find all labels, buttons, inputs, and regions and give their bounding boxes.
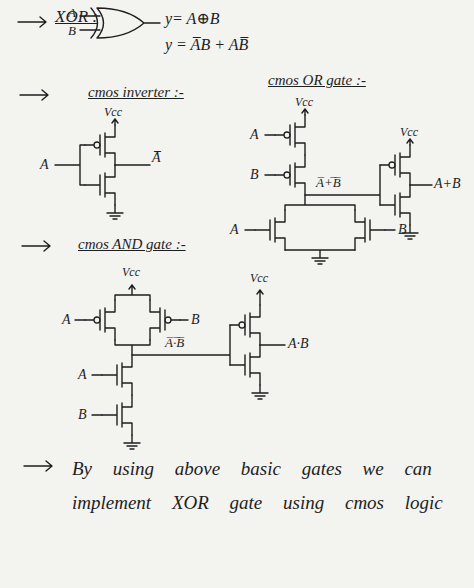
signal-label: Vcc: [295, 96, 313, 109]
bullet-arrow: [18, 17, 46, 27]
nmos-transistor: [255, 210, 285, 250]
signal-label: Vcc: [250, 272, 268, 285]
note-text: By using above basic gates we can implem…: [72, 452, 457, 520]
signal-label: A̅+̅B̅: [316, 176, 341, 190]
section-heading: cmos inverter :-: [88, 84, 184, 101]
pmos-transistor: [85, 125, 115, 165]
signal-label: B: [191, 312, 200, 327]
signal-label: A̅: [152, 150, 161, 165]
signal-label: Vcc: [400, 126, 418, 139]
bullet-arrow: [20, 90, 48, 100]
and-gate-wires: [75, 285, 285, 449]
signal-label: y = A̅B + AB̅: [165, 36, 248, 54]
signal-label: y= A⊕B: [165, 10, 220, 28]
signal-label: Vcc: [122, 266, 140, 279]
bullet-arrow: [24, 461, 52, 471]
pmos-transistor: [275, 155, 305, 195]
signal-label: A: [250, 127, 259, 142]
signal-label: A+B: [434, 176, 461, 191]
signal-label: Vcc: [104, 106, 122, 119]
signal-label: A: [68, 6, 76, 20]
bullet-arrow: [22, 241, 50, 251]
signal-label: A: [40, 157, 49, 172]
signal-label: B: [78, 407, 87, 422]
nmos-transistor: [230, 345, 260, 385]
signal-label: B: [398, 222, 407, 237]
or-gate-wires: [245, 109, 432, 264]
section-heading: XOR :: [55, 8, 98, 27]
pmos-transistor: [380, 145, 410, 185]
signal-label: A̅·̅B̅: [165, 336, 184, 350]
signal-label: B: [250, 167, 259, 182]
nmos-transistor: [102, 395, 132, 435]
pmos-transistor: [85, 300, 115, 340]
signal-label: A: [62, 312, 71, 327]
signal-label: A·B: [288, 336, 309, 351]
signal-label: A: [230, 222, 239, 237]
section-heading: cmos AND gate :-: [78, 236, 186, 253]
pmos-transistor: [275, 115, 305, 155]
section-heading: cmos OR gate :-: [268, 72, 366, 89]
inverter-wires: [55, 119, 150, 219]
nmos-transistor: [355, 210, 385, 250]
pmos-transistor: [230, 305, 260, 345]
nmos-transistor: [380, 185, 410, 225]
pmos-transistor: [150, 300, 180, 340]
nmos-transistor: [85, 165, 115, 205]
signal-label: A: [78, 367, 87, 382]
signal-label: B: [68, 24, 76, 38]
nmos-transistor: [102, 355, 132, 395]
